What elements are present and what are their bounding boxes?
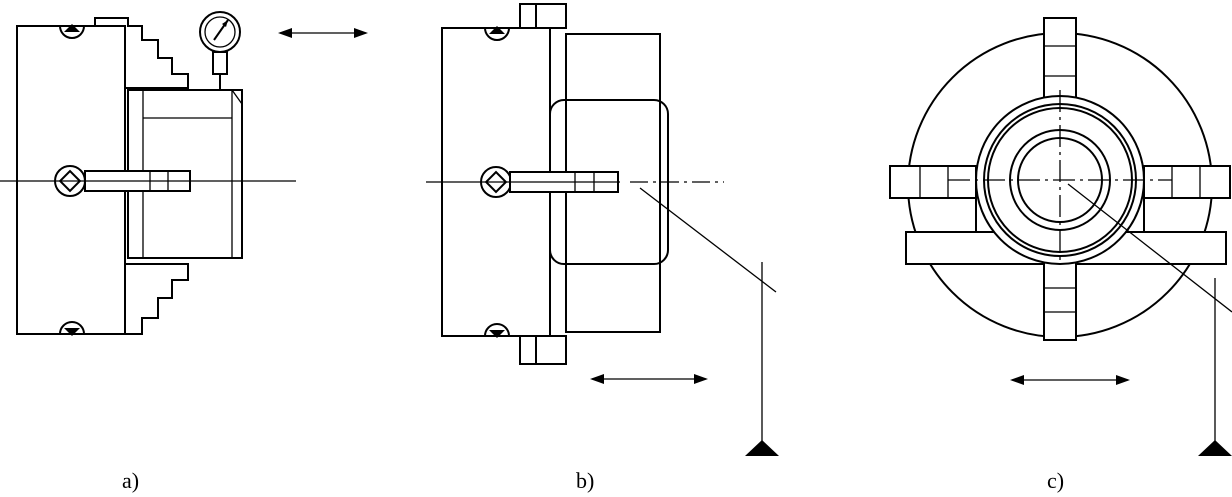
- bolt-head-icon: [484, 323, 510, 338]
- ground-triangle-icon: [745, 440, 779, 456]
- panel-c: c): [889, 17, 1232, 493]
- jaw-right: [1143, 165, 1231, 199]
- jaw-left: [889, 165, 977, 199]
- double-arrow-icon: [590, 374, 708, 384]
- double-arrow-icon: [1010, 375, 1130, 385]
- jaw-rail-bottom: [535, 335, 567, 365]
- panel-a: a): [0, 11, 368, 493]
- jaw-rail-top: [535, 3, 567, 29]
- jaw-rail-bottom: [519, 335, 537, 365]
- bolt-head-icon: [484, 26, 510, 41]
- bolt-head-icon: [59, 321, 85, 336]
- workpiece-chamfer: [231, 89, 243, 105]
- jaw-bottom: [1043, 261, 1077, 341]
- panel-b: b): [426, 3, 779, 493]
- indicator-arm: [639, 187, 777, 293]
- panel-label-b: b): [576, 468, 594, 493]
- dial-indicator-icon: [199, 11, 241, 90]
- panel-label-a: a): [122, 468, 139, 493]
- double-arrow-icon: [278, 28, 368, 38]
- indicator-arm: [1067, 183, 1232, 313]
- bolt-head-icon: [59, 24, 85, 39]
- stepped-jaw-bottom: [125, 263, 189, 335]
- stepped-jaw-top: [94, 17, 189, 89]
- ground-triangle-icon: [1198, 440, 1232, 456]
- jaw-rail-top: [519, 3, 537, 29]
- panel-label-c: c): [1047, 468, 1064, 493]
